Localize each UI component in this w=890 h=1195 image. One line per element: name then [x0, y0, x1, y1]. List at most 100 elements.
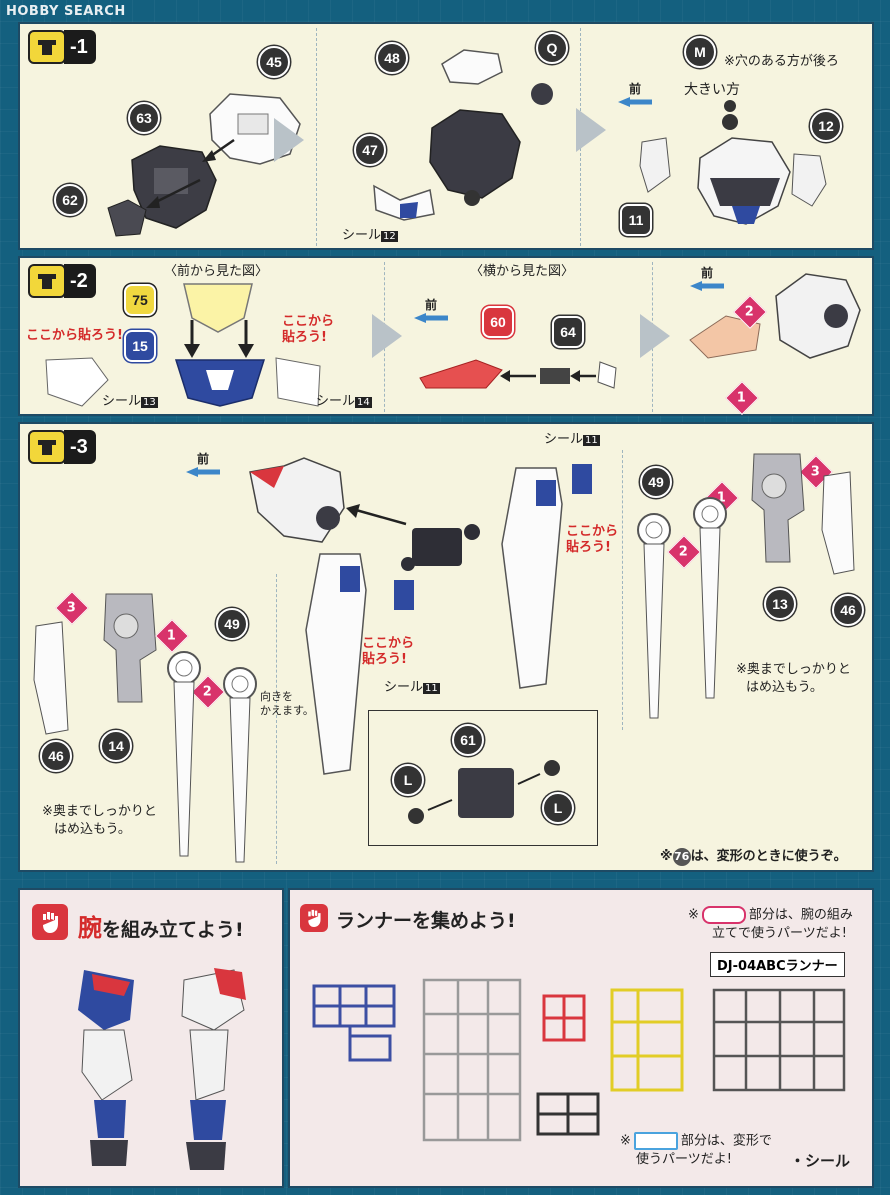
divider	[622, 450, 623, 730]
note-turn: 向きを	[260, 690, 293, 703]
runner-black	[536, 1092, 600, 1136]
part-49-b-shape	[693, 497, 727, 699]
watermark: HOBBY SEARCH	[6, 4, 126, 19]
note-pink-line2: 立てで使うパーツだよ!	[712, 926, 847, 941]
note-push-in: ※奥までしっかりと	[42, 804, 157, 819]
part-75-shape	[183, 283, 253, 333]
step-2-number: -2	[64, 264, 96, 298]
part-14-shape	[103, 593, 157, 703]
part-15-shape	[174, 359, 266, 407]
seal-14-shape	[275, 357, 321, 407]
part-48-shape	[441, 49, 503, 85]
step-marker: 1	[725, 381, 759, 415]
shoulder-assembled-shape	[249, 457, 345, 543]
part-badge: L	[392, 764, 424, 796]
part-46-shape	[821, 471, 855, 575]
front-label: 前	[628, 82, 641, 96]
divider	[316, 28, 317, 246]
part-badge: 62	[54, 184, 86, 216]
seal-heading: ・シール	[790, 1152, 851, 1170]
part-49-d-shape	[223, 667, 257, 863]
next-arrow	[640, 314, 670, 358]
runner-panel: ランナーを集めよう! ※部分は、腕の組み 立てで使うパーツだよ! DJ-04AB…	[288, 888, 874, 1188]
next-arrow	[274, 118, 304, 162]
part-61-inset-shape	[408, 760, 560, 824]
part-badge: 49	[640, 466, 672, 498]
torso-icon	[28, 264, 66, 298]
arm-panel-right-shape	[501, 467, 563, 689]
part-60-shape	[419, 359, 503, 389]
body-dark-shape	[429, 109, 521, 206]
note-blue: ※部分は、変形で	[620, 1132, 772, 1150]
seal-13-shape	[45, 357, 109, 407]
runner-red	[542, 994, 586, 1042]
part-badge: 49	[216, 608, 248, 640]
front-direction: 前	[414, 296, 448, 323]
part-badge: M	[684, 36, 716, 68]
part-badge: 64	[552, 316, 584, 348]
part-badge: 63	[128, 102, 160, 134]
part-badge: 13	[764, 588, 796, 620]
body-assembled-shape	[697, 137, 791, 225]
part-badge: 46	[40, 740, 72, 772]
start-here-label: 貼ろう!	[282, 330, 327, 345]
divider	[276, 574, 277, 864]
start-here-label: ここから	[282, 314, 335, 329]
next-arrow	[576, 108, 606, 152]
note-large-side: 大きい方	[684, 82, 740, 98]
shoulder-side-shape	[689, 315, 761, 359]
front-arrow-icon	[186, 467, 220, 477]
front-direction: 前	[690, 264, 724, 291]
arrow	[146, 178, 201, 208]
part-11-shape	[639, 137, 671, 193]
arm-panel: 腕を組み立てよう!	[18, 888, 284, 1188]
part-badge: 45	[258, 46, 290, 78]
start-here-label: ここから	[362, 636, 415, 651]
front-arrow-icon	[618, 97, 652, 107]
part-12-shape	[791, 153, 827, 207]
front-label: 前	[196, 452, 209, 466]
runner-grey	[712, 988, 846, 1092]
runner-white	[422, 978, 522, 1142]
view-front-label: 〈前から見た図〉	[164, 264, 269, 279]
body-side-shape	[775, 273, 861, 359]
front-direction: 前	[618, 80, 652, 107]
part-badge: 61	[452, 724, 484, 756]
front-arrow-icon	[414, 313, 448, 323]
arm-icon	[32, 904, 68, 940]
arrow	[202, 138, 235, 162]
hand-icon	[300, 904, 328, 932]
arm-illustration	[78, 968, 246, 1170]
start-here-label: ここから貼ろう!	[26, 328, 123, 343]
part-badge: 75	[124, 284, 156, 316]
part-badge: L	[542, 792, 574, 824]
runner-label: DJ-04ABCランナー	[710, 952, 845, 977]
runner-title: ランナーを集めよう!	[336, 910, 516, 932]
front-label: 前	[424, 298, 437, 312]
part-49-c-shape	[167, 651, 201, 857]
part-Q-shape	[531, 83, 553, 105]
part-61-core-shape	[401, 524, 480, 571]
note-76: ※76は、変形のときに使うぞ。	[660, 848, 847, 866]
part-M-shape	[722, 100, 738, 130]
arm-title: 腕を組み立てよう!	[78, 914, 244, 942]
blue-legend-icon	[633, 1132, 678, 1150]
part-badge: 46	[832, 594, 864, 626]
step-2-panel: -2 〈前から見た図〉 75 15 ここから貼ろう! ここから 貼ろう! シール…	[18, 256, 874, 416]
part-badge: 48	[376, 42, 408, 74]
note-push-in: はめ込もう。	[54, 822, 131, 837]
front-direction: 前	[186, 450, 220, 477]
part-13-shape	[751, 453, 805, 563]
runner-blue	[312, 984, 396, 1062]
step-2-header: -2	[28, 264, 96, 298]
start-here-label: 貼ろう!	[362, 652, 407, 667]
part-badge: Q	[536, 32, 568, 64]
front-arrow-icon	[690, 281, 724, 291]
